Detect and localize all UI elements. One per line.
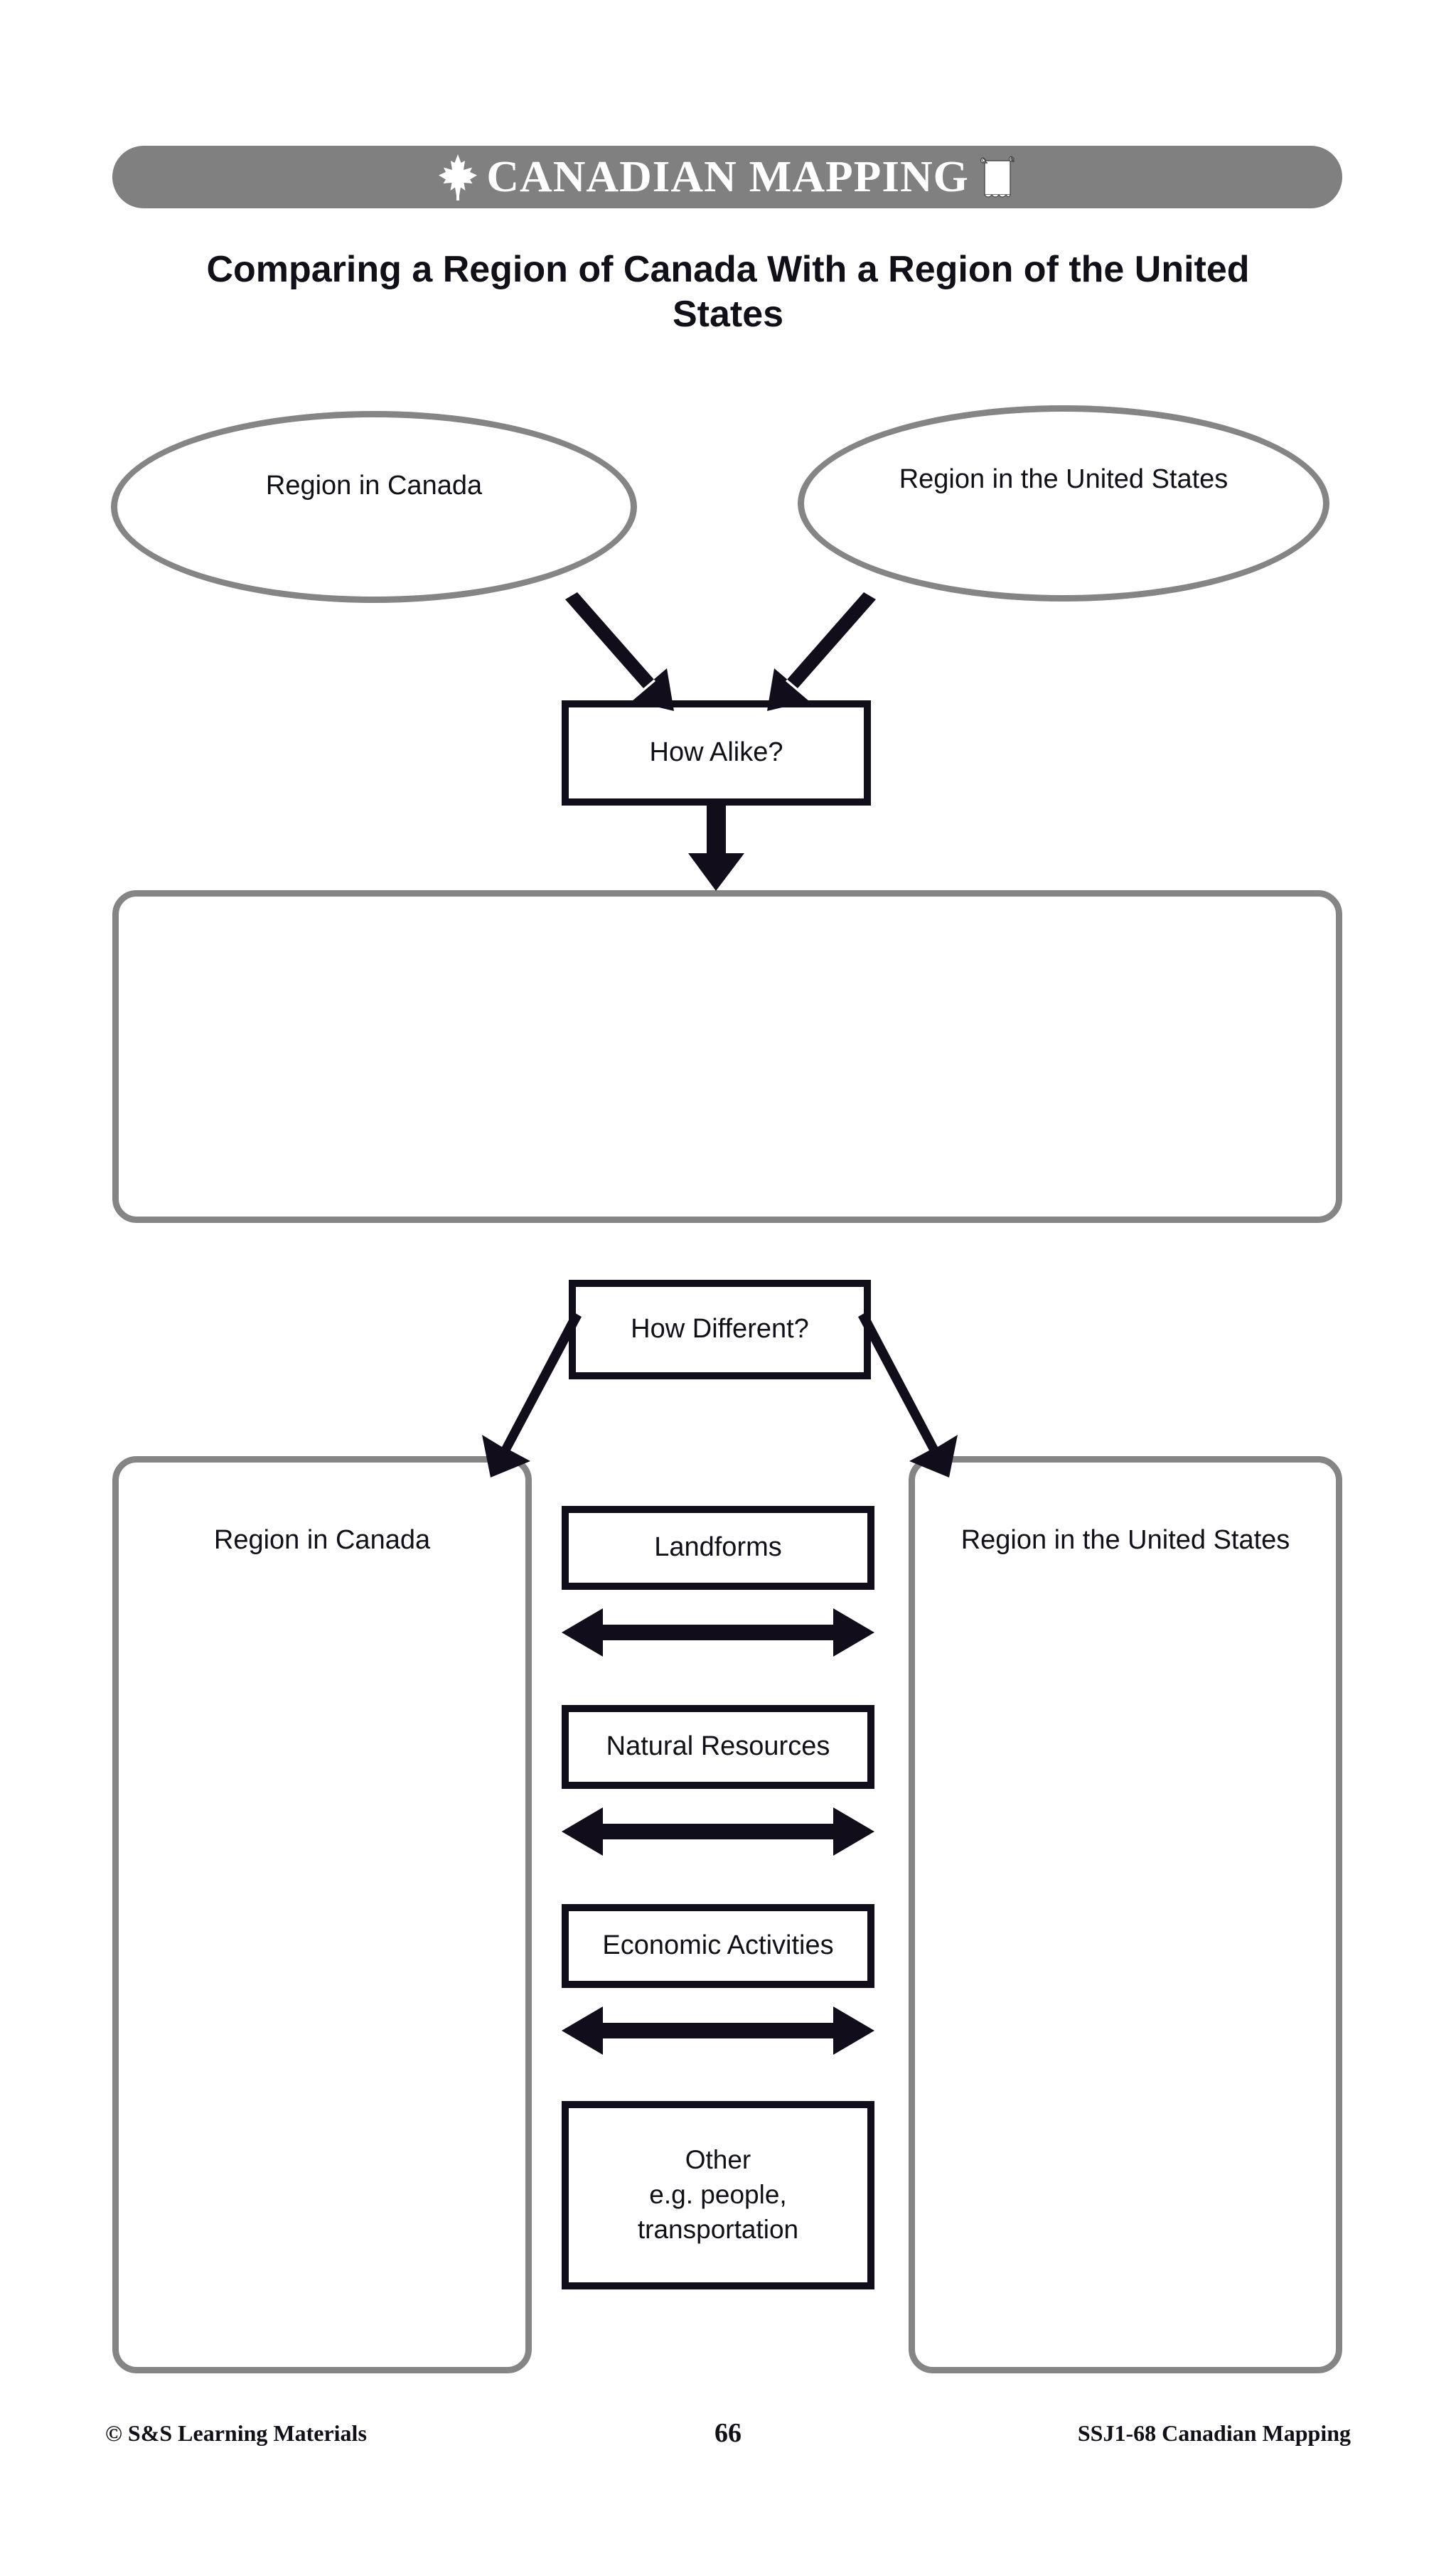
how-alike-label: How Alike? bbox=[649, 737, 783, 768]
how-different-box[interactable]: How Different? bbox=[569, 1280, 871, 1379]
category-box-natural-resources[interactable]: Natural Resources bbox=[562, 1705, 874, 1789]
ellipse-region-united-states-label: Region in the United States bbox=[899, 464, 1228, 494]
footer-copyright: © S&S Learning Materials bbox=[105, 2420, 367, 2446]
comparison-column-united-states[interactable]: Region in the United States bbox=[909, 1456, 1342, 2373]
ellipse-region-canada-label: Region in Canada bbox=[265, 471, 483, 501]
category-box-economic-activities[interactable]: Economic Activities bbox=[562, 1904, 874, 1988]
how-alike-box[interactable]: How Alike? bbox=[562, 700, 871, 806]
maple-leaf-icon bbox=[437, 153, 478, 201]
page-title: Comparing a Region of Canada With a Regi… bbox=[206, 249, 1250, 336]
category-box-other-line-1: Other bbox=[685, 2145, 751, 2175]
ellipse-region-canada[interactable]: Region in Canada bbox=[111, 411, 637, 603]
category-box-landforms-label: Landforms bbox=[654, 1532, 782, 1563]
double-arrow-natural-resources bbox=[562, 1807, 874, 1856]
category-box-other-label: Other e.g. people, transportation bbox=[638, 2143, 798, 2247]
banner-title: CANADIAN MAPPING bbox=[486, 153, 970, 201]
scroll-map-icon bbox=[978, 154, 1017, 201]
header-banner: CANADIAN MAPPING bbox=[112, 146, 1342, 208]
comparison-column-united-states-label: Region in the United States bbox=[960, 1525, 1290, 1555]
arrow-how-alike-to-answer bbox=[688, 806, 744, 891]
category-box-economic-activities-label: Economic Activities bbox=[602, 1930, 834, 1961]
arrow-how-different-to-us-column bbox=[858, 1312, 958, 1477]
footer-reference: SSJ1-68 Canadian Mapping bbox=[1077, 2420, 1351, 2446]
category-box-landforms[interactable]: Landforms bbox=[562, 1506, 874, 1590]
category-box-other[interactable]: Other e.g. people, transportation bbox=[562, 2101, 874, 2289]
how-different-label: How Different? bbox=[631, 1314, 809, 1345]
comparison-column-canada-label: Region in Canada bbox=[213, 1525, 431, 1555]
double-arrow-economic-activities bbox=[562, 2006, 874, 2055]
double-arrow-landforms bbox=[562, 1608, 874, 1657]
category-box-natural-resources-label: Natural Resources bbox=[606, 1731, 830, 1762]
how-alike-answer-area[interactable] bbox=[112, 890, 1342, 1223]
comparison-column-canada[interactable]: Region in Canada bbox=[112, 1456, 532, 2373]
arrow-us-to-how-alike bbox=[767, 592, 876, 711]
footer-page-number: 66 bbox=[714, 2418, 742, 2448]
arrow-canada-to-how-alike bbox=[565, 592, 674, 711]
category-box-other-line-3: transportation bbox=[637, 2214, 799, 2244]
page-footer: © S&S Learning Materials 66 SSJ1-68 Cana… bbox=[0, 2417, 1456, 2452]
ellipse-region-united-states[interactable]: Region in the United States bbox=[798, 405, 1329, 602]
category-box-other-line-2: e.g. people, bbox=[649, 2180, 787, 2210]
arrow-how-different-to-canada-column bbox=[482, 1312, 582, 1477]
